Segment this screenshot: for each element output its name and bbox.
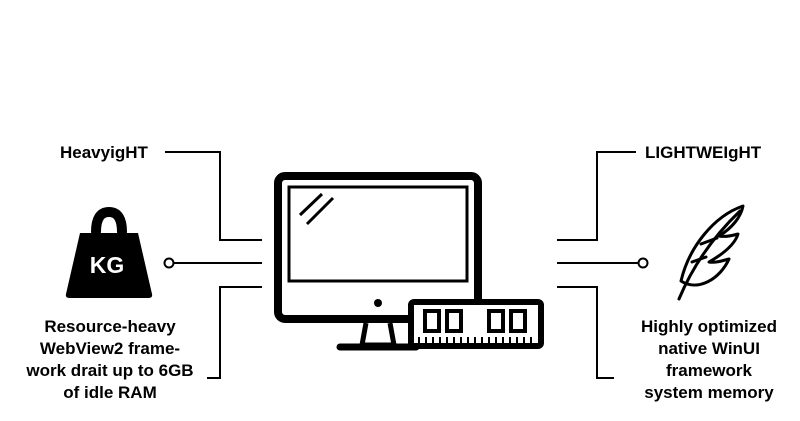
- lightweight-description: Highly optimized native WinUI framework …: [618, 316, 800, 404]
- lightweight-description-line: framework: [666, 361, 752, 380]
- lightweight-title: LIGHTWEIgHT: [645, 143, 762, 162]
- left-top-connector: [165, 151, 262, 241]
- heavyweight-title: HeavyigHT: [60, 143, 148, 162]
- feather-icon: [677, 204, 745, 301]
- heavyweight-description-line: Resource-heavy: [44, 317, 176, 336]
- lightweight-description-line: native WinUI: [658, 339, 760, 358]
- right-bottom-connector: [557, 286, 614, 379]
- heavyweight-description: Resource-heavy WebView2 frame- work drai…: [20, 316, 200, 404]
- left-connector-dot: [163, 257, 175, 269]
- computer-monitor-icon: [274, 172, 482, 351]
- right-top-connector: [557, 151, 636, 241]
- heavyweight-description-line: work drait up to 6GB: [26, 361, 194, 380]
- right-connector-dot: [637, 257, 649, 269]
- ram-module-icon: [408, 299, 544, 349]
- kettlebell-badge-label: KG: [89, 252, 125, 278]
- lightweight-description-line: Highly optimized: [641, 317, 777, 336]
- right-connectors: [557, 151, 638, 379]
- left-connectors: [165, 151, 262, 379]
- left-bottom-connector: [207, 286, 262, 379]
- lightweight-description-line: system memory: [644, 383, 774, 402]
- heavyweight-description-line: of idle RAM: [63, 383, 157, 402]
- heavyweight-description-line: WebView2 frame-: [39, 339, 181, 358]
- kettlebell-weight-icon: [65, 206, 153, 298]
